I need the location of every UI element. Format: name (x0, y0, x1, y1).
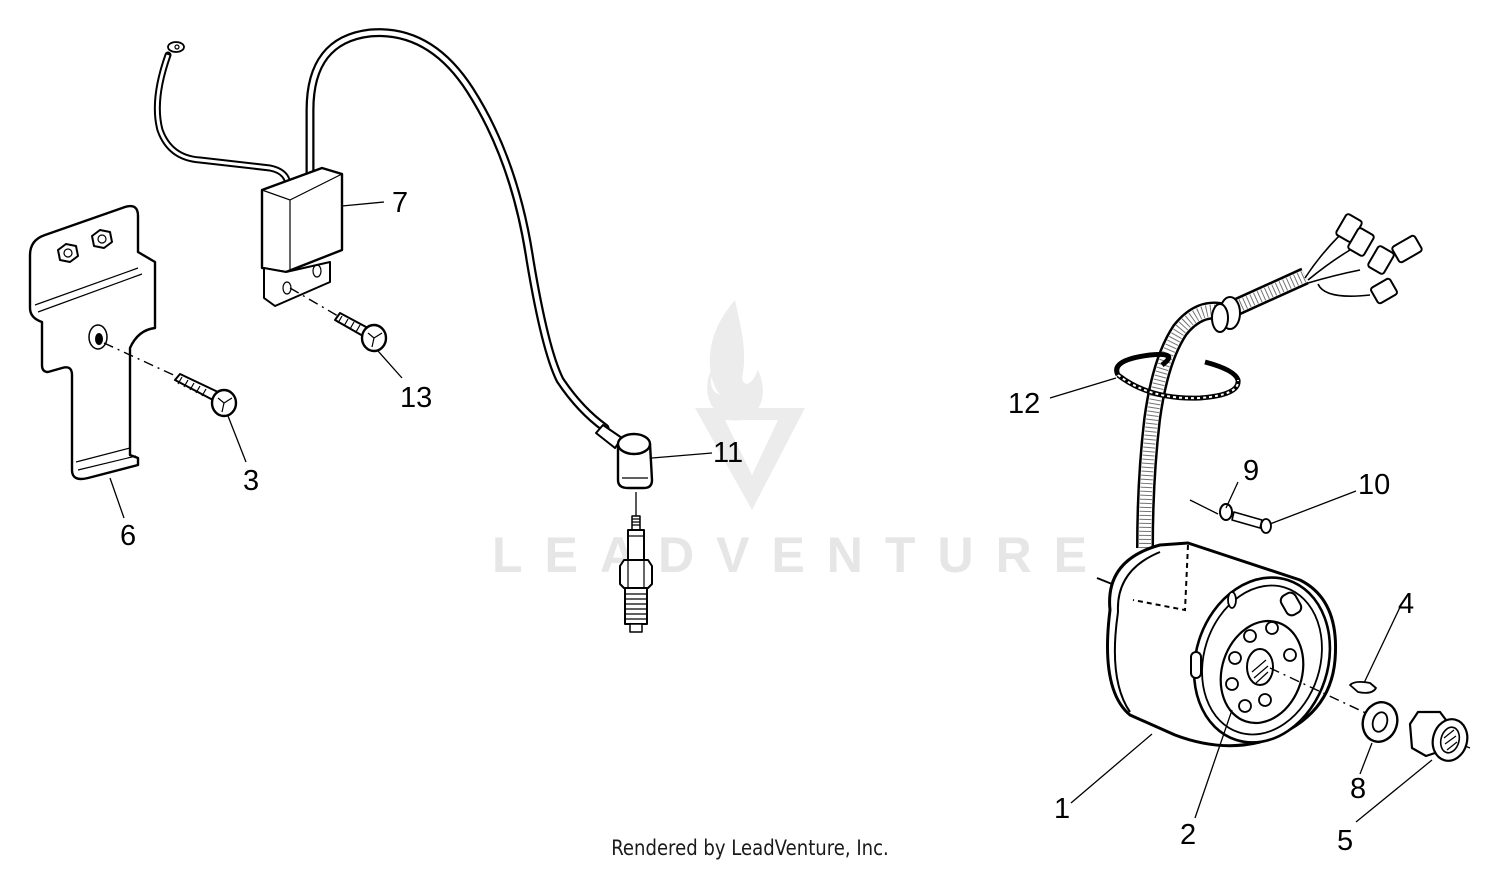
callout-2[interactable]: 2 (1180, 819, 1196, 851)
watermark-text: LEADVENTURE (492, 527, 1109, 583)
spark-plug-cap[interactable] (595, 424, 654, 520)
washer[interactable] (1358, 698, 1403, 747)
flywheel-nut[interactable] (1408, 710, 1472, 765)
callout-9[interactable]: 9 (1243, 455, 1259, 487)
screw-axis-line (1189, 499, 1219, 515)
leader-lines (109, 201, 1433, 823)
callout-6[interactable]: 6 (120, 520, 136, 552)
footer-credit: Rendered by LeadVenture, Inc. (611, 836, 889, 860)
bracket-bolt[interactable] (103, 342, 238, 418)
callout-5[interactable]: 5 (1337, 825, 1353, 857)
callout-13[interactable]: 13 (400, 382, 432, 414)
module-bolt[interactable] (289, 287, 388, 353)
mounting-bracket[interactable] (28, 204, 157, 481)
callout-3[interactable]: 3 (243, 465, 259, 497)
callout-7[interactable]: 7 (392, 187, 408, 219)
leadventure-watermark: LEADVENTURE (492, 300, 1109, 583)
cable-tie[interactable] (1114, 352, 1241, 401)
callout-1[interactable]: 1 (1054, 793, 1070, 825)
ignition-module[interactable] (153, 28, 610, 433)
v-logo-icon (695, 408, 805, 510)
callout-10[interactable]: 10 (1358, 469, 1390, 501)
crankshaft-axis-line (1269, 667, 1371, 716)
callout-11[interactable]: 11 (713, 437, 743, 469)
flywheel[interactable] (1096, 541, 1351, 760)
woodruff-key[interactable] (1349, 680, 1377, 694)
flywheel-hub[interactable] (1208, 610, 1316, 734)
spark-plug[interactable] (619, 515, 653, 633)
callout-4[interactable]: 4 (1398, 588, 1414, 620)
wiring-harness[interactable] (1136, 213, 1423, 549)
flame-logo-icon (707, 300, 763, 421)
callout-8[interactable]: 8 (1350, 773, 1366, 805)
callout-12[interactable]: 12 (1008, 388, 1040, 420)
lock-washer[interactable] (1219, 503, 1233, 521)
screw[interactable] (1231, 511, 1272, 534)
